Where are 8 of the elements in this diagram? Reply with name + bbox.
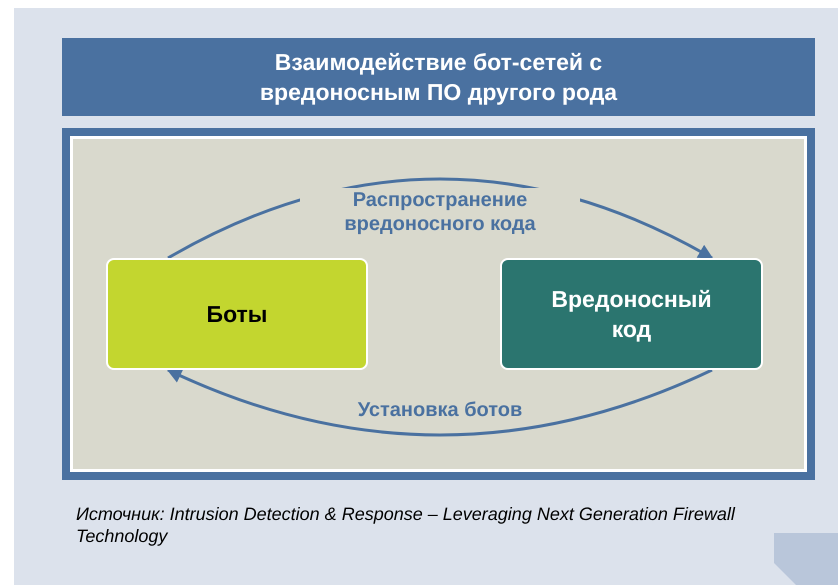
box-label: Боты bbox=[206, 300, 268, 329]
process-box bbox=[500, 258, 763, 370]
edge-label: Распространение вредоносного кода bbox=[300, 188, 580, 236]
process-box bbox=[106, 258, 368, 370]
source-caption: Источник: Intrusion Detection & Response – Leveraging Next Generation Firewall Technology bbox=[76, 503, 736, 547]
box-label: Вредоносный код bbox=[550, 285, 713, 344]
title-banner: Взаимодействие бот-сетей с вредоносным ПО другого рода bbox=[62, 38, 815, 116]
curved-arrow bbox=[166, 368, 713, 436]
